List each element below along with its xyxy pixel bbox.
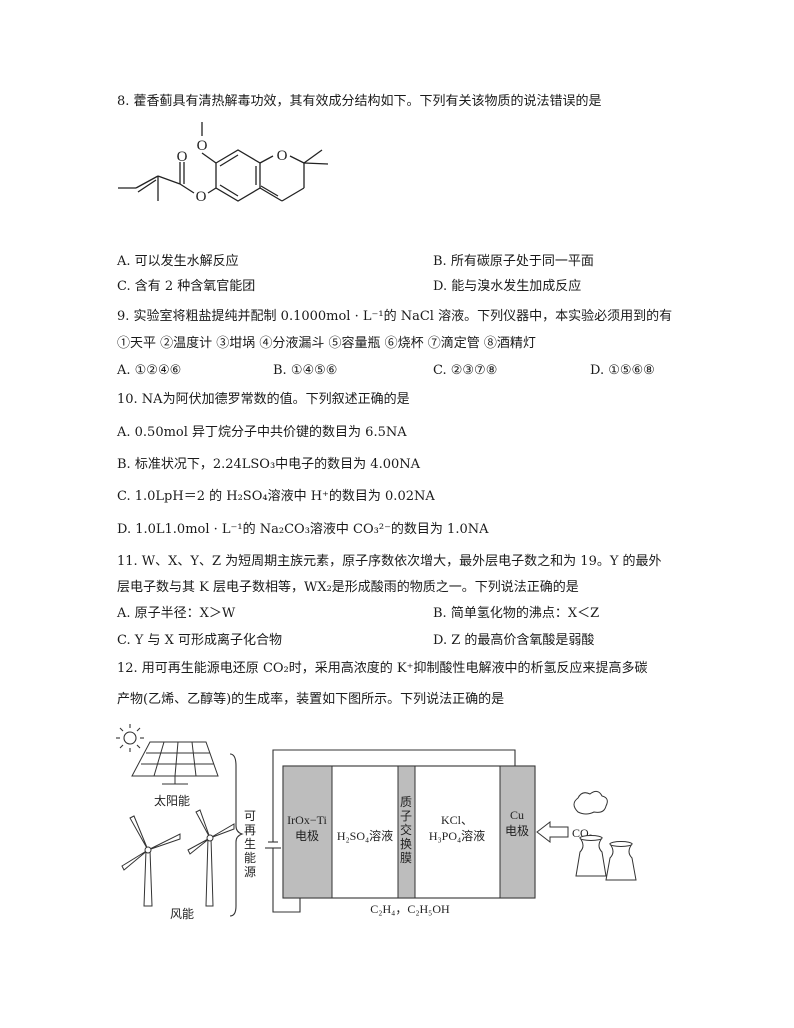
- q11-option-c: C. Y 与 X 可形成离子化合物: [117, 633, 282, 648]
- q8-option-b: B. 所有碳原子处于同一平面: [433, 254, 594, 269]
- ring-oxygen: O: [277, 148, 288, 164]
- q8-option-d: D. 能与溴水发生加成反应: [433, 279, 582, 294]
- anode-solution: H₂SO₄溶液: [337, 828, 393, 843]
- q12-stem-line1: 12. 用可再生能源电还原 CO₂时，采用高浓度的 K⁺抑制酸性电解液中的析氢反…: [117, 661, 648, 676]
- q8-option-a: A. 可以发生水解反应: [117, 254, 239, 269]
- q11-option-b: B. 简单氢化物的沸点：X＜Z: [433, 606, 600, 621]
- q10-stem: 10. NA为阿伏加德罗常数的值。下列叙述正确的是: [117, 392, 410, 407]
- cathode: [499, 765, 536, 899]
- q9-option-c: C. ②③⑦⑧: [433, 363, 498, 378]
- renewable-char-1: 可: [244, 809, 256, 823]
- membrane-char-3: 交: [400, 822, 412, 837]
- q9-option-a: A. ①②④⑥: [117, 363, 182, 378]
- products-label: C₂H₄，C₂H₅OH: [370, 902, 450, 916]
- circuit-wires: [265, 749, 516, 913]
- co2-inlet-arrow-icon: [536, 820, 569, 844]
- q11-option-a: A. 原子半径：X＞W: [117, 606, 236, 621]
- membrane-char-5: 膜: [400, 851, 412, 865]
- q10-option-d: D. 1.0L1.0mol · L⁻¹的 Na₂CO₃溶液中 CO₃²⁻的数目为…: [117, 522, 489, 537]
- proton-exchange-membrane: [397, 765, 416, 899]
- q8-stem: 8. 藿香蓟具有清热解毒功效，其有效成分结构如下。下列有关该物质的说法错误的是: [117, 94, 602, 109]
- brace: [229, 753, 244, 917]
- anode-label-1: IrOx−Ti: [287, 813, 327, 827]
- q9-option-d: D. ①⑤⑥⑧: [590, 363, 655, 378]
- q8-structure: O O O O: [118, 122, 329, 205]
- q9-stem: 9. 实验室将粗盐提纯并配制 0.1000mol · L⁻¹的 NaCl 溶液。…: [117, 309, 673, 324]
- q9-option-b: B. ①④⑤⑥: [273, 363, 338, 378]
- renewable-char-2: 再: [244, 823, 256, 837]
- methoxy-oxygen: O: [197, 138, 208, 154]
- q9-items: ①天平 ②温度计 ③坩埚 ④分液漏斗 ⑤容量瓶 ⑥烧杯 ⑦滴定管 ⑧酒精灯: [117, 336, 536, 351]
- anode: [282, 765, 333, 899]
- ester-oxygen: O: [196, 189, 207, 205]
- q8-option-c: C. 含有 2 种含氧官能团: [117, 279, 256, 294]
- cathode-label-1: Cu: [510, 808, 524, 822]
- cathode-solution-1: KCl、: [441, 813, 473, 827]
- renewable-char-5: 源: [244, 865, 256, 879]
- membrane-char-2: 子: [400, 809, 412, 823]
- membrane-char-4: 换: [400, 837, 412, 851]
- renewable-char-3: 生: [244, 837, 256, 851]
- q10-option-a: A. 0.50mol 异丁烷分子中共价键的数目为 6.5NA: [117, 425, 407, 440]
- q12-stem-line2: 产物(乙烯、乙醇等)的生成率，装置如下图所示。下列说法正确的是: [117, 692, 505, 707]
- cathode-solution-2: H₃PO₄溶液: [429, 828, 485, 843]
- solar-panel-icon: [131, 741, 219, 785]
- q10-option-c: C. 1.0LpH＝2 的 H₂SO₄溶液中 H⁺的数目为 0.02NA: [117, 489, 435, 504]
- q10-option-b: B. 标准状况下，2.24LSO₃中电子的数目为 4.00NA: [117, 457, 421, 472]
- solar-label: 太阳能: [154, 793, 190, 808]
- q11-option-d: D. Z 的最高价含氧酸是弱酸: [433, 633, 595, 648]
- q11-stem-line2: 层电子数与其 K 层电子数相等，WX₂是形成酸雨的物质之一。下列说法正确的是: [117, 580, 579, 595]
- cathode-label-2: 电极: [505, 824, 529, 838]
- factory-icon: [573, 790, 637, 881]
- wind-turbine-icon: [121, 809, 235, 907]
- membrane-char-1: 质: [400, 795, 412, 809]
- anode-label-2: 电极: [295, 829, 319, 843]
- sun-icon: [116, 724, 144, 752]
- q12-electrolysis-diagram: 太阳能 风能 可 再 生 能 源 IrOx−Ti 电极 H₂SO₄溶液 质: [116, 724, 637, 921]
- carbonyl-oxygen: O: [177, 149, 188, 165]
- renewable-char-4: 能: [244, 851, 256, 865]
- wind-label: 风能: [170, 907, 194, 921]
- q11-stem-line1: 11. W、X、Y、Z 为短周期主族元素，原子序数依次增大，最外层电子数之和为 …: [117, 554, 662, 569]
